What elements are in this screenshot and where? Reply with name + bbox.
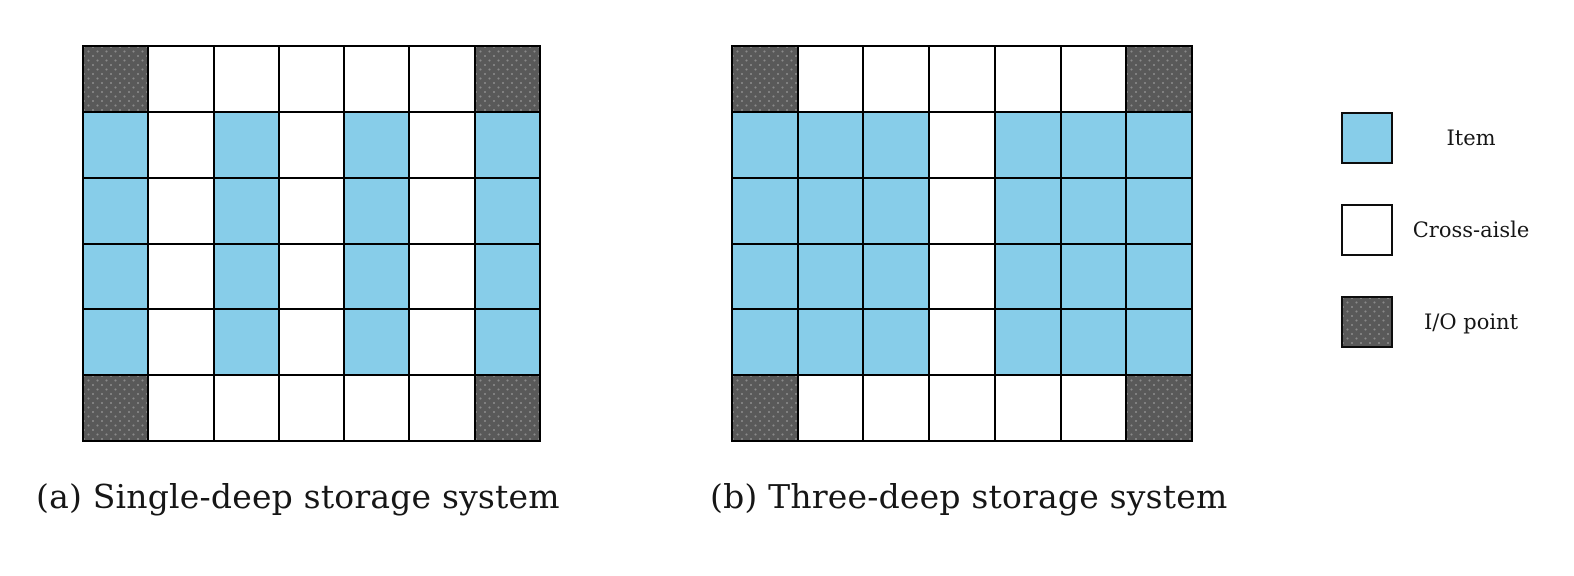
grid-cell-io <box>474 46 540 112</box>
grid-cell-item <box>732 111 798 178</box>
grid-cell-aisle <box>213 375 279 441</box>
grid-cell-item <box>797 309 864 376</box>
grid-cell-aisle <box>278 111 345 178</box>
grid-cell-item <box>797 177 864 244</box>
legend-label-io-point: I/O point <box>1423 310 1519 334</box>
grid-cell-item <box>994 243 1061 310</box>
grid-cell-aisle <box>344 375 410 441</box>
grid-cell-item <box>863 177 930 244</box>
grid-cell-io <box>474 375 540 441</box>
grid-cell-aisle <box>148 309 214 376</box>
legend-label-cross-aisle: Cross-aisle <box>1412 218 1530 242</box>
grid-cell-item <box>344 243 410 310</box>
grid-cell-item <box>994 309 1061 376</box>
grid-cell-io <box>732 46 798 112</box>
single-deep-storage-grid <box>82 45 541 442</box>
grid-cell-aisle <box>148 46 214 112</box>
grid-cell-aisle <box>929 177 995 244</box>
grid-cell-aisle <box>929 243 995 310</box>
grid-cell-aisle <box>409 309 475 376</box>
grid-cell-io <box>1126 46 1192 112</box>
grid-cell-aisle <box>929 309 995 376</box>
grid-cell-aisle <box>213 46 279 112</box>
grid-cell-aisle <box>148 111 214 178</box>
grid-cell-aisle <box>278 46 345 112</box>
grid-cell-item <box>474 243 540 310</box>
grid-cell-aisle <box>278 177 345 244</box>
grid-cell-aisle <box>797 375 864 441</box>
grid-cell-aisle <box>863 375 930 441</box>
item-swatch-icon <box>1341 112 1393 164</box>
legend-label-item: Item <box>1446 126 1496 150</box>
grid-cell-aisle <box>994 375 1061 441</box>
grid-cell-item <box>474 111 540 178</box>
grid-cell-aisle <box>1060 375 1127 441</box>
grid-cell-item <box>1126 111 1192 178</box>
grid-cell-item <box>994 111 1061 178</box>
grid-cell-item <box>863 111 930 178</box>
grid-cell-aisle <box>994 46 1061 112</box>
legend-row-item: Item <box>1341 112 1549 164</box>
grid-cell-aisle <box>409 46 475 112</box>
grid-cell-aisle <box>409 111 475 178</box>
caption-three-deep: (b) Three-deep storage system <box>710 477 1228 516</box>
legend-row-io-point: I/O point <box>1341 296 1549 348</box>
grid-cell-item <box>1060 111 1127 178</box>
grid-cell-item <box>732 177 798 244</box>
grid-cell-io <box>732 375 798 441</box>
grid-cell-item <box>1060 177 1127 244</box>
cross-aisle-swatch-icon <box>1341 204 1393 256</box>
grid-cell-aisle <box>929 46 995 112</box>
grid-cell-aisle <box>929 375 995 441</box>
grid-cell-item <box>474 177 540 244</box>
grid-cell-item <box>213 177 279 244</box>
grid-cell-item <box>863 243 930 310</box>
grid-cell-io <box>1126 375 1192 441</box>
grid-cell-aisle <box>797 46 864 112</box>
grid-cell-item <box>474 309 540 376</box>
legend: Item Cross-aisle I/O point <box>1341 112 1549 348</box>
grid-cell-item <box>213 243 279 310</box>
caption-single-deep: (a) Single-deep storage system <box>36 477 560 516</box>
grid-cell-aisle <box>929 111 995 178</box>
grid-cell-item <box>797 111 864 178</box>
grid-cell-item <box>83 309 149 376</box>
grid-cell-item <box>344 309 410 376</box>
grid-cell-aisle <box>409 243 475 310</box>
grid-cell-item <box>213 309 279 376</box>
io-point-swatch-icon <box>1341 296 1393 348</box>
grid-cell-aisle <box>278 243 345 310</box>
grid-cell-item <box>1126 243 1192 310</box>
grid-cell-item <box>797 243 864 310</box>
grid-cell-io <box>83 375 149 441</box>
grid-cell-item <box>732 309 798 376</box>
grid-cell-aisle <box>148 243 214 310</box>
grid-cell-item <box>732 243 798 310</box>
grid-cell-io <box>83 46 149 112</box>
grid-cell-item <box>83 111 149 178</box>
grid-cell-item <box>344 177 410 244</box>
grid-cell-item <box>83 177 149 244</box>
grid-cell-aisle <box>409 177 475 244</box>
grid-cell-item <box>344 111 410 178</box>
grid-cell-item <box>1126 177 1192 244</box>
grid-cell-aisle <box>344 46 410 112</box>
grid-cell-item <box>1060 243 1127 310</box>
grid-cell-aisle <box>1060 46 1127 112</box>
three-deep-storage-grid <box>731 45 1193 442</box>
grid-cell-aisle <box>148 375 214 441</box>
legend-row-cross-aisle: Cross-aisle <box>1341 204 1549 256</box>
grid-cell-aisle <box>409 375 475 441</box>
grid-cell-item <box>863 309 930 376</box>
grid-cell-aisle <box>863 46 930 112</box>
grid-cell-aisle <box>278 375 345 441</box>
grid-cell-item <box>1060 309 1127 376</box>
grid-cell-item <box>213 111 279 178</box>
grid-cell-aisle <box>148 177 214 244</box>
grid-cell-item <box>994 177 1061 244</box>
grid-cell-item <box>1126 309 1192 376</box>
grid-cell-aisle <box>278 309 345 376</box>
grid-cell-item <box>83 243 149 310</box>
